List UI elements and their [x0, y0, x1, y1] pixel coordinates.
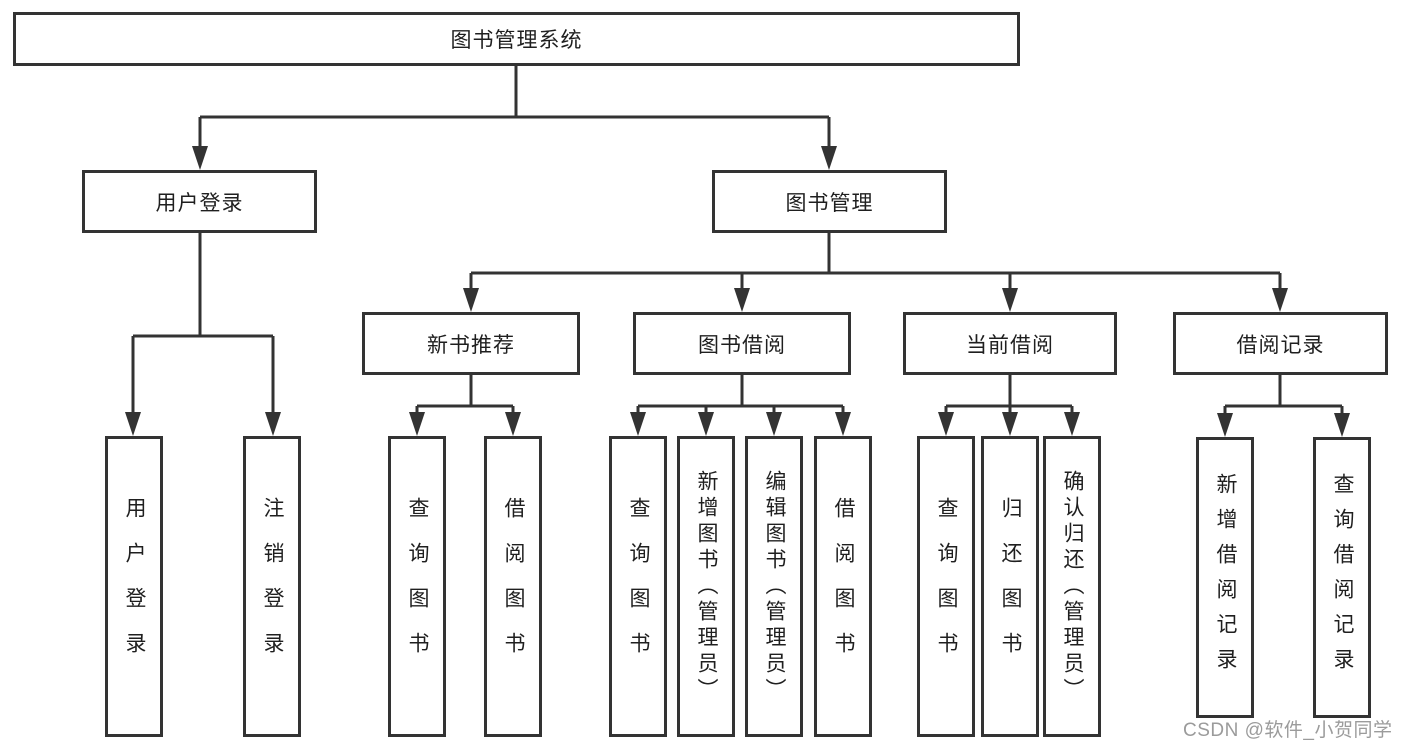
node-library-management-system: 图书管理系统: [13, 12, 1020, 66]
leaf-confirm-return-admin: 确认归还（管理员）: [1043, 436, 1101, 737]
node-label: 图书借阅: [698, 333, 786, 357]
csdn-watermark: CSDN @软件_小贺同学: [1183, 720, 1393, 741]
leaf-query-books-current: 查询图书: [917, 436, 975, 737]
node-new-book-recommendation: 新书推荐: [362, 312, 580, 375]
leaf-add-books-admin: 新增图书（管理员）: [677, 436, 735, 737]
leaf-user-login: 用户登录: [105, 436, 163, 737]
node-label: 新书推荐: [427, 333, 515, 357]
node-label: 图书管理: [785, 191, 874, 215]
leaf-add-borrow-record: 新增借阅记录: [1196, 437, 1254, 718]
arrowheads: [125, 146, 1350, 437]
node-current-borrowing: 当前借阅: [903, 312, 1117, 375]
leaf-query-borrow-record: 查询借阅记录: [1313, 437, 1371, 718]
node-borrowing-records: 借阅记录: [1173, 312, 1388, 375]
leaf-borrow-books-recommend: 借阅图书: [484, 436, 542, 737]
leaf-query-books-borrowing: 查询图书: [609, 436, 667, 737]
node-book-management: 图书管理: [712, 170, 947, 233]
node-book-borrowing: 图书借阅: [633, 312, 851, 375]
node-label: 图书管理系统: [450, 29, 583, 52]
leaf-borrow-books-borrowing: 借阅图书: [814, 436, 872, 737]
node-label: 用户登录: [155, 191, 244, 215]
node-label: 借阅记录: [1236, 333, 1325, 357]
leaf-query-books-recommend: 查询图书: [388, 436, 446, 737]
node-label: 当前借阅: [966, 333, 1054, 357]
node-user-login: 用户登录: [82, 170, 317, 233]
leaf-return-books: 归还图书: [981, 436, 1039, 737]
leaf-logout-login: 注销登录: [243, 436, 301, 737]
leaf-edit-books-admin: 编辑图书（管理员）: [745, 436, 803, 737]
